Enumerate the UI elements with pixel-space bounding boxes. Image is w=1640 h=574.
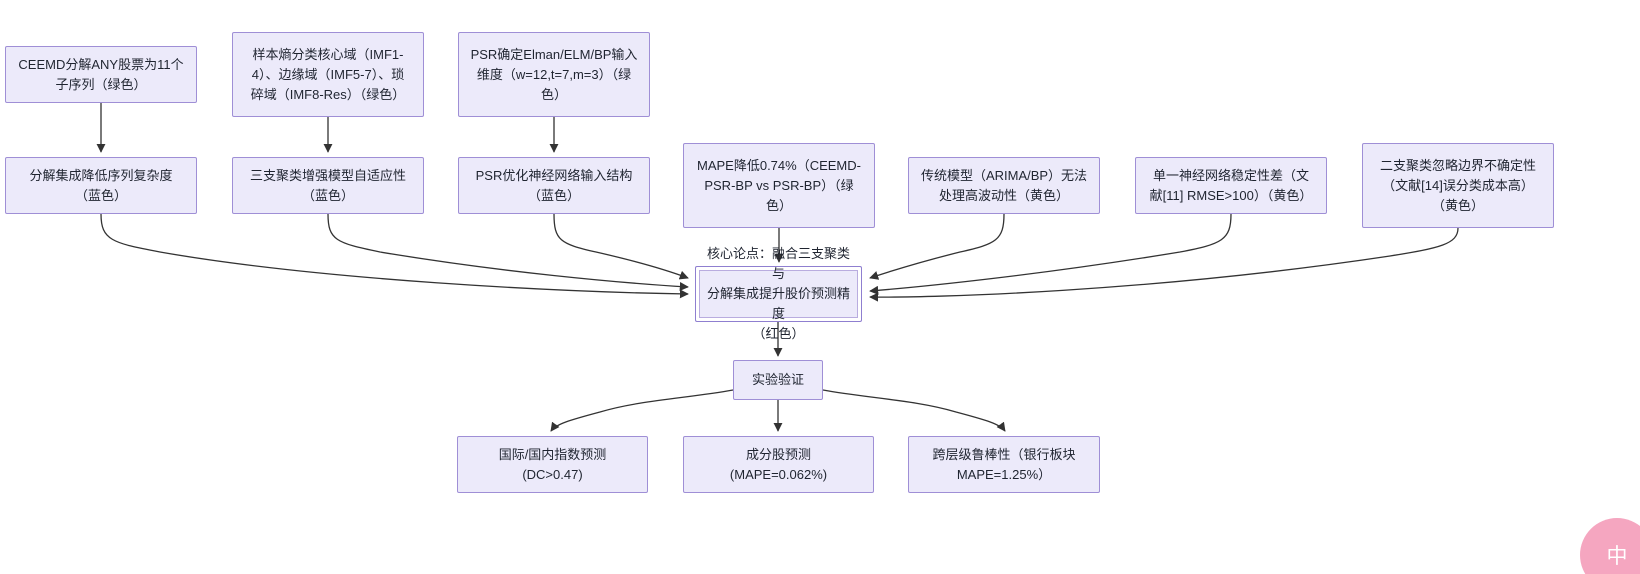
node-psr-input-dimension[interactable]: PSR确定Elman/ELM/BP输入 维度（w=12,t=7,m=3）（绿 色… <box>458 32 650 117</box>
node-label: 单一神经网络稳定性差（文 献[11] RMSE>100）（黄色） <box>1149 167 1313 203</box>
node-label: 三支聚类增强模型自适应性 （蓝色） <box>249 167 406 203</box>
watermark-label: 中 <box>1606 545 1628 568</box>
node-two-way-clustering-limitation[interactable]: 二支聚类忽略边界不确定性 （文献[14]误分类成本高） （黄色） <box>1362 143 1554 228</box>
edge-n5-core <box>327 213 689 292</box>
node-label: 实验验证 <box>751 372 804 387</box>
node-ceemd-decompose[interactable]: CEEMD分解ANY股票为11个 子序列（绿色） <box>5 46 197 103</box>
node-label: 传统模型（ARIMA/BP）无法 处理高波动性（黄色） <box>920 167 1088 203</box>
node-index-forecast[interactable]: 国际/国内指数预测 (DC>0.47) <box>457 436 648 493</box>
watermark-badge: 中 <box>1580 518 1640 574</box>
node-psr-optimize-network-input[interactable]: PSR优化神经网络输入结构 （蓝色） <box>458 157 650 214</box>
edge-verify-b3 <box>822 389 1006 432</box>
node-traditional-model-limitation[interactable]: 传统模型（ARIMA/BP）无法 处理高波动性（黄色） <box>908 157 1100 214</box>
node-label: 国际/国内指数预测 (DC>0.47) <box>498 446 607 482</box>
node-label: 跨层级鲁棒性（银行板块 MAPE=1.25%） <box>932 446 1076 482</box>
node-mape-reduction[interactable]: MAPE降低0.74%（CEEMD- PSR-BP vs PSR-BP）（绿 色… <box>683 143 875 228</box>
node-label: CEEMD分解ANY股票为11个 子序列（绿色） <box>18 56 184 92</box>
node-cross-level-robustness[interactable]: 跨层级鲁棒性（银行板块 MAPE=1.25%） <box>908 436 1100 493</box>
edge-verify-b1 <box>550 389 734 432</box>
node-label: 二支聚类忽略边界不确定性 （文献[14]误分类成本高） （黄色） <box>1379 157 1536 213</box>
node-reduce-sequence-complexity[interactable]: 分解集成降低序列复杂度 （蓝色） <box>5 157 197 214</box>
node-label: MAPE降低0.74%（CEEMD- PSR-BP vs PSR-BP）（绿 色… <box>697 157 861 213</box>
edge-n10-core <box>869 227 1459 302</box>
node-core-argument[interactable]: 核心论点：融合三支聚类与 分解集成提升股价预测精度 （红色） <box>695 246 862 341</box>
edge-n8-core <box>869 213 1005 280</box>
node-sample-entropy-classify[interactable]: 样本熵分类核心域（IMF1- 4）、边缘域（IMF5-7）、琐 碎域（IMF8-… <box>232 32 424 117</box>
edge-n9-core <box>869 213 1232 295</box>
node-experimental-verification[interactable]: 实验验证 <box>733 360 823 400</box>
node-label: 成分股预测 (MAPE=0.062%) <box>729 446 828 482</box>
node-label: 核心论点：融合三支聚类与 分解集成提升股价预测精度 （红色） <box>706 246 850 341</box>
node-label: PSR优化神经网络输入结构 （蓝色） <box>475 167 633 203</box>
edge-n6-core <box>553 213 689 280</box>
node-single-network-instability[interactable]: 单一神经网络稳定性差（文 献[11] RMSE>100）（黄色） <box>1135 157 1327 214</box>
node-three-way-clustering-adaptivity[interactable]: 三支聚类增强模型自适应性 （蓝色） <box>232 157 424 214</box>
node-label: PSR确定Elman/ELM/BP输入 维度（w=12,t=7,m=3）（绿 色… <box>470 46 638 102</box>
node-label: 样本熵分类核心域（IMF1- 4）、边缘域（IMF5-7）、琐 碎域（IMF8-… <box>250 46 406 102</box>
node-constituent-stock-forecast[interactable]: 成分股预测 (MAPE=0.062%) <box>683 436 874 493</box>
edge-n4-core <box>100 213 689 299</box>
node-label: 分解集成降低序列复杂度 （蓝色） <box>29 167 173 203</box>
